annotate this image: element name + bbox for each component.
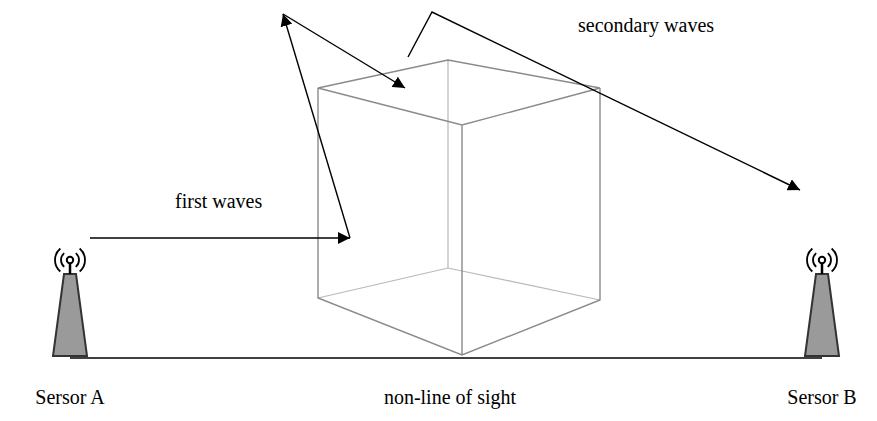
obstacle-box (318, 60, 600, 355)
sensor-label: Sersor A (30, 386, 110, 408)
sensor-label: Sersor B (782, 386, 862, 408)
wave-arrows (90, 12, 800, 238)
wave-label: first waves (175, 190, 262, 212)
wave-label: secondary waves (578, 14, 714, 36)
sight-line (110, 357, 782, 358)
antenna-icon (30, 236, 110, 360)
antenna-icon (782, 236, 862, 360)
sensor-node: Sersor A (30, 236, 110, 414)
edge-label: non-line of sight (384, 386, 516, 408)
sensor-node: Sersor B (782, 236, 862, 414)
